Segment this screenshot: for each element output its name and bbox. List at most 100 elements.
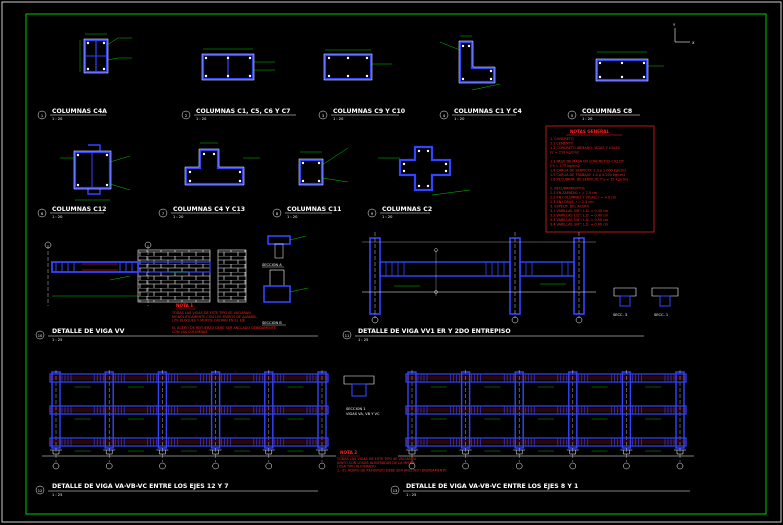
axis-bubble	[52, 462, 60, 470]
detail-scale: 1 : 25	[52, 493, 62, 497]
detail-number: 13	[393, 489, 398, 493]
column-title-9: 9 COLUMNAS C2 1 : 20	[367, 206, 432, 219]
general-note-line: F'c = 175 kg/cm2	[550, 164, 580, 168]
inner-frame	[25, 13, 767, 515]
axis-bubble	[318, 462, 326, 470]
detail-number: 12	[38, 489, 43, 493]
column-c8-section	[595, 51, 664, 82]
detail-scale: 1 : 20	[382, 215, 393, 219]
column-title-7: 7 COLUMNAS C4 Y C13 1 : 20	[158, 206, 245, 219]
ucs-icon: X Y	[673, 23, 695, 45]
footing	[566, 449, 579, 455]
beam-element	[49, 373, 329, 383]
axis-bubble	[265, 462, 273, 470]
detail-title: COLUMNAS C4A	[52, 108, 107, 115]
vabc-note-line: JUNTO CON LOSAS ALIGERADAS DE LA MISMA	[336, 461, 416, 465]
detail-title: DETALLE DE VIGA VA-VB-VC ENTRE LOS EJES …	[52, 483, 229, 490]
general-note-line: 3.3 VARILLAS 5/8": L.D. = 0.50 cm	[550, 218, 609, 222]
note-vv-title: NOTA 1	[176, 303, 193, 308]
note-vabc-title: NOTA 2	[340, 450, 357, 455]
detail-title: COLUMNAS C1 Y C4	[454, 108, 522, 115]
footing	[103, 449, 116, 455]
detail-number: 5	[571, 114, 573, 118]
beam-element	[405, 405, 687, 415]
general-note-line: 2.3 EN LOSAS: r = 2.5 cm	[550, 200, 594, 204]
detail-number: 4	[443, 114, 446, 118]
axis-bubble	[408, 462, 416, 470]
detail-scale: 1 : 25	[358, 338, 368, 342]
axis-bubble	[676, 462, 684, 470]
beam-title-13: 13 DETALLE DE VIGA VA-VB-VC ENTRE LOS EJ…	[390, 483, 690, 497]
detail-number: 6	[41, 212, 44, 216]
section-a-label: SECCION A	[262, 263, 282, 267]
general-note-line: 3.4 VARILLAS 3/4": L.D. = 0.60 cm	[550, 223, 609, 227]
section-secc1-label: SECC. 1	[654, 313, 668, 317]
beam-title-11: 11 DETALLE DE VIGA VV1 ER Y 2DO ENTREPIS…	[342, 328, 644, 342]
footing	[674, 449, 686, 455]
beam-element	[405, 373, 687, 383]
general-note-line: 1.5 CARGA DE TRABAJO: 1.4 a 4.200 kg/cm2	[550, 173, 625, 177]
detail-number: 2	[185, 114, 187, 118]
column-title-8: 8 COLUMNAS C11 1 : 20	[272, 206, 341, 219]
axis-y-label: Y	[673, 23, 676, 27]
column-title-1: 1 COLUMNAS C4A 1 : 20	[37, 108, 107, 121]
column-title-3: 3 COLUMNAS C9 Y C10 1 : 20	[318, 108, 406, 121]
general-note-line: 1.1 CEMENTO	[550, 142, 574, 146]
detail-title: COLUMNAS C12	[52, 206, 106, 213]
section-1-label: SECCION 1	[346, 407, 366, 411]
vv-note-line: CON LAS COLUMNAS	[172, 330, 207, 334]
detail-number: 11	[345, 334, 350, 338]
column-title-2: 2 COLUMNAS C1, C5, C6 Y C7 1 : 20	[181, 108, 296, 121]
axis-bubble	[212, 462, 219, 470]
section-b: SECCION B	[262, 269, 309, 326]
detail-title: DETALLE DE VIGA VV1 ER Y 2DO ENTREPISO	[358, 328, 511, 335]
section-secc-1: SECC. 1	[651, 287, 679, 317]
general-note-line: 1.4 CARGA DE SERVICIO: 1.3 a 1.000 kg/cm…	[550, 169, 626, 173]
section-1-vabc: SECCION 1 VIGAS VA, VB Y VC	[343, 375, 380, 416]
detail-scale: 1 : 25	[52, 338, 62, 342]
general-note-line: 2.2 EN COLUMNAS Y VIGAS: r = 4.0 cm	[550, 196, 617, 200]
column-c12-section	[60, 144, 131, 201]
general-note-line: 3.1 VARILLAS 3/8": L.D. = 0.30 cm	[550, 209, 609, 213]
column-title-4: 4 COLUMNAS C1 Y C4 1 : 20	[439, 108, 522, 121]
detail-number: 8	[276, 212, 279, 216]
footing	[513, 449, 526, 455]
column-c11-section	[298, 147, 349, 186]
detail-title: DETALLE DE VIGA VA-VB-VC ENTRE LOS EJES …	[406, 483, 578, 490]
footing	[262, 449, 275, 455]
beam-element	[405, 437, 687, 447]
general-note-line: 3.2 VARILLAS 1/2": L.D. = 0.40 cm	[550, 214, 609, 218]
detail-scale: 1 : 20	[173, 215, 184, 219]
detail-scale: 1 : 25	[406, 493, 416, 497]
beam-vv1-elevation	[362, 232, 596, 324]
section-secc3-label: SECC. 3	[613, 313, 627, 317]
footing	[316, 449, 328, 455]
footing	[459, 449, 472, 455]
beam-vabc-frame-13	[398, 370, 694, 470]
footing	[156, 449, 169, 455]
detail-scale: 1 : 20	[333, 117, 344, 121]
detail-number: 3	[322, 114, 324, 118]
general-note-line: 2.1 EN ZAPATAS: r = 7.5 cm	[550, 191, 598, 195]
vv-note-line: LOS BLOQUES Y MUROS CAERAN EN EL EJE	[172, 319, 245, 323]
general-note-line: 1.2 CONCRETO ARMADO: VIGAS Y LOSAS	[550, 146, 620, 150]
beam-vabc-frame-12	[42, 370, 336, 470]
axis-bubble	[569, 462, 577, 470]
axis-bubble	[462, 462, 469, 470]
detail-title: COLUMNAS C1, C5, C6 Y C7	[196, 108, 290, 115]
axis-bubble	[159, 462, 166, 470]
detail-title: COLUMNAS C4 Y C13	[173, 206, 245, 213]
beam-title-10: 10 DETALLE DE VIGA VV 1 : 25	[35, 328, 318, 342]
detail-title: COLUMNAS C11	[287, 206, 341, 213]
column-title-6: 6 COLUMNAS C12 1 : 20	[37, 206, 106, 219]
column-c4a-section	[79, 33, 132, 74]
note-vabc-lines: TODAS LAS VIGAS DE ESTE TIPO SE VACIARAN…	[336, 457, 447, 472]
detail-scale: 1 : 20	[582, 117, 593, 121]
detail-scale: 1 : 20	[287, 215, 298, 219]
vabc-note-line: 1.- EL ACERO DE REFUERZO DEBE SER ANCLAD…	[337, 468, 447, 472]
vabc-note-line: LOSA TIPO ALIGERADO	[337, 465, 376, 469]
section-a: SECCION A	[262, 235, 307, 268]
